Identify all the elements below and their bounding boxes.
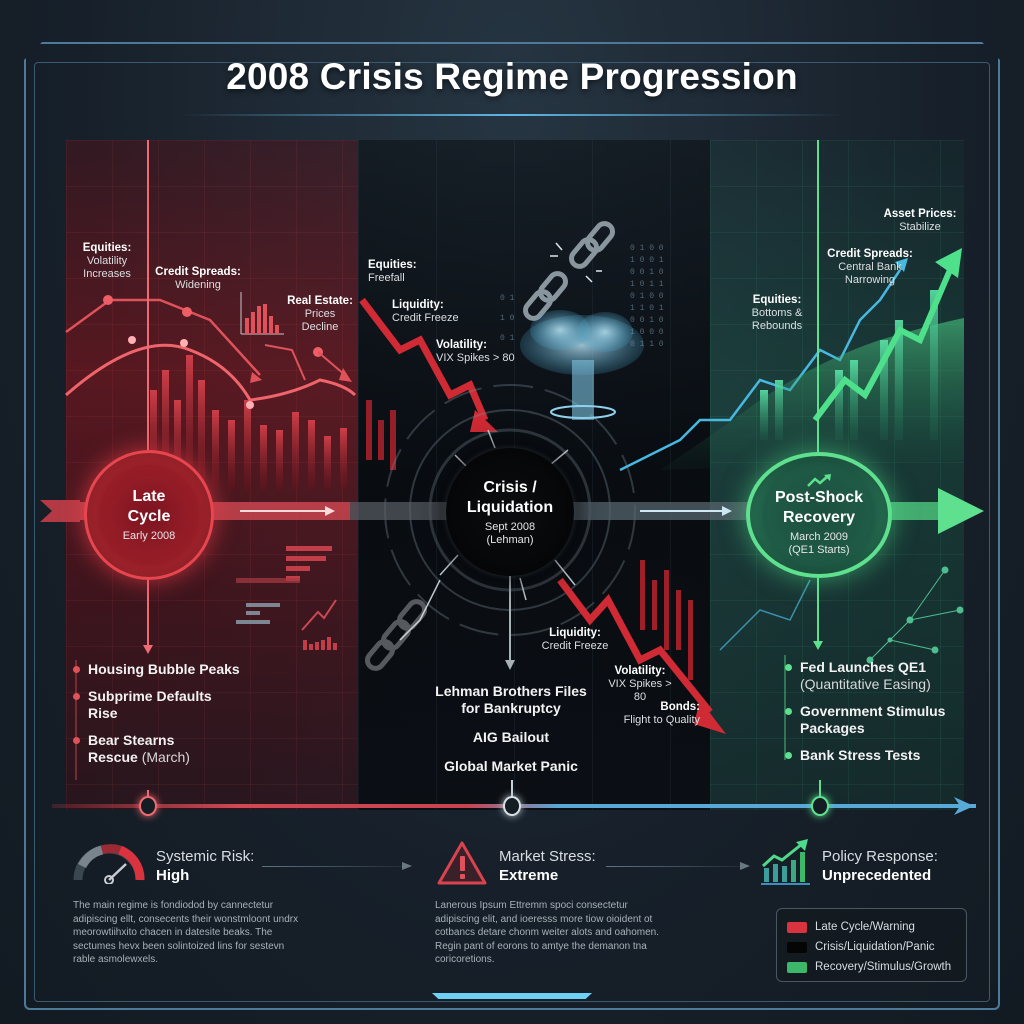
svg-text:1 0 0 1: 1 0 0 1 (630, 256, 664, 265)
event-item: Global Market Panic (444, 758, 578, 774)
recovery-asset-prices-annotation: Asset Prices: Stabilize (883, 208, 957, 233)
crisis-volatility-annotation: Volatility: VIX Spikes > 80 (436, 339, 515, 364)
late-cycle-date: Early 2008 (122, 530, 176, 542)
timeline-arrow-icon (954, 797, 974, 815)
event-item: Subprime Defaults Rise (73, 688, 240, 722)
recovery-bars (760, 290, 938, 440)
recovery-date: March 2009 (789, 530, 849, 543)
legend-item-late-cycle: Late Cycle/Warning (787, 917, 956, 937)
metric-connector (606, 866, 740, 867)
svg-text:0 0 1 0: 0 0 1 0 (630, 316, 664, 325)
svg-text:0 1 0 0: 0 1 0 0 (630, 292, 664, 301)
event-item: Housing Bubble Peaks (73, 661, 240, 678)
svg-text:0 1 0 0: 0 1 0 0 (630, 244, 664, 253)
late-equities-annotation: Equities: Volatility Increases (82, 242, 132, 280)
crisis-date: Sept 2008 (484, 520, 536, 533)
crisis-lower-arrow (557, 577, 713, 715)
legend: Late Cycle/Warning Crisis/Liquidation/Pa… (776, 908, 967, 982)
recovery-date-note: (QE1 Starts) (788, 543, 850, 556)
event-item: Lehman Brothers Files for Bankruptcy (435, 683, 587, 716)
legend-item-recovery: Recovery/Stimulus/Growth (787, 957, 956, 977)
svg-text:0 1 1 0: 0 1 1 0 (630, 340, 664, 349)
late-cycle-title-2: Cycle (127, 508, 171, 525)
legend-item-crisis: Crisis/Liquidation/Panic (787, 937, 956, 957)
market-stress-metric: Market Stress: Extreme (499, 847, 596, 885)
freefall-arrow (359, 297, 489, 422)
svg-text:1 1 0 1: 1 1 0 1 (630, 304, 664, 313)
red-swatch (787, 921, 807, 933)
real-estate-mini-chart (240, 292, 284, 335)
crisis-title-1: Crisis / (483, 478, 537, 496)
recovery-node[interactable]: Post-Shock Recovery March 2009 (QE1 Star… (746, 452, 892, 578)
event-item: Bank Stress Tests (785, 747, 945, 764)
crisis-title-2: Liquidation (466, 498, 554, 516)
recovery-equities-annotation: Equities: Bottoms & Rebounds (751, 294, 803, 332)
recovery-title-1: Post-Shock (774, 488, 863, 506)
growth-chart-icon (761, 839, 810, 885)
crisis-liquidity-annotation: Liquidity: Credit Freeze (392, 299, 459, 324)
event-item: AIG Bailout (472, 729, 550, 745)
svg-text:0 1: 0 1 (500, 334, 515, 343)
crisis-node[interactable]: Crisis / Liquidation Sept 2008 (Lehman) (446, 448, 574, 576)
late-cycle-node[interactable]: Late Cycle Early 2008 (84, 450, 214, 580)
late-cycle-bars (150, 355, 347, 490)
crisis-bonds-annotation: Bonds: Flight to Quality (623, 701, 700, 726)
broken-chain-icon (523, 221, 615, 321)
metric-connector (262, 866, 402, 867)
page-title: 2008 Crisis Regime Progression (226, 56, 798, 97)
crisis-lower-volatility-annotation: Volatility: VIX Spikes > 80 (608, 665, 672, 703)
crisis-events: Lehman Brothers Files for Bankruptcy AIG… (420, 683, 602, 787)
late-real-estate-annotation: Real Estate: Prices Decline (287, 295, 353, 333)
crisis-date-note: (Lehman) (486, 533, 534, 546)
market-stress-description: Lanerous Ipsum Ettremm spoci consectetur… (435, 900, 660, 965)
network-dots (866, 566, 964, 664)
metric-value: Extreme (499, 867, 559, 884)
late-cycle-events: Housing Bubble Peaks Subprime Defaults R… (73, 661, 240, 776)
gauge-icon (73, 844, 145, 884)
trend-up-icon (807, 473, 831, 487)
policy-response-metric: Policy Response: Unprecedented (822, 847, 938, 885)
warning-triangle-icon (437, 841, 487, 885)
crisis-lower-liquidity-annotation: Liquidity: Credit Freeze (541, 627, 609, 652)
timeline-node-crisis[interactable] (503, 796, 521, 816)
metric-value: Unprecedented (822, 867, 932, 884)
metric-value: High (156, 867, 190, 884)
timeline-node-late-cycle[interactable] (139, 796, 157, 816)
metric-label: Policy Response: (822, 848, 938, 865)
title-underline (180, 114, 844, 116)
binary-data: 0 1 0 0 1 0 0 1 0 0 1 0 1 0 1 1 0 1 0 0 1 1 … (500, 244, 664, 349)
bottom-glow-bar (432, 993, 592, 999)
systemic-risk-metric: Systemic Risk: High (156, 847, 254, 885)
recovery-events: Fed Launches QE1 (Quantitative Easing) G… (785, 659, 945, 774)
late-cycle-title-1: Late (132, 488, 166, 505)
connector-arrow-icon (402, 862, 412, 870)
svg-text:1 0: 1 0 (500, 314, 515, 323)
connector-arrow-icon (740, 862, 750, 870)
event-item: Government Stimulus Packages (785, 703, 945, 737)
timeline-node-recovery[interactable] (811, 796, 829, 816)
inner-frame (34, 62, 990, 1002)
green-swatch (787, 961, 807, 973)
metric-label: Market Stress: (499, 848, 596, 865)
late-cycle-lower-widgets (236, 546, 337, 650)
event-item: Bear Stearns Rescue (March) (73, 732, 240, 766)
crisis-panel (358, 140, 710, 810)
recovery-credit-spreads-annotation: Credit Spreads: Central Bank Narrowing (827, 248, 913, 286)
late-credit-spreads-annotation: Credit Spreads: Widening (155, 266, 241, 291)
metric-label: Systemic Risk: (156, 848, 255, 865)
svg-text:1 0 0 0: 1 0 0 0 (630, 328, 664, 337)
black-swatch (787, 941, 807, 953)
wave-line (65, 343, 357, 402)
equities-line (65, 298, 261, 376)
crisis-equities-annotation: Equities: Freefall (368, 259, 417, 284)
asset-prices-arrow (812, 268, 953, 422)
svg-text:1 0 1 1: 1 0 1 1 (630, 280, 664, 289)
systemic-risk-description: The main regime is fondiodod by cannecte… (73, 900, 299, 965)
outer-frame (24, 42, 1000, 1010)
svg-text:0 0 1 0: 0 0 1 0 (630, 268, 664, 277)
event-item: Fed Launches QE1 (Quantitative Easing) (785, 659, 945, 693)
recovery-title-2: Recovery (782, 508, 856, 526)
mushroom-cloud-icon (520, 310, 644, 420)
svg-text:0 1: 0 1 (500, 294, 515, 303)
